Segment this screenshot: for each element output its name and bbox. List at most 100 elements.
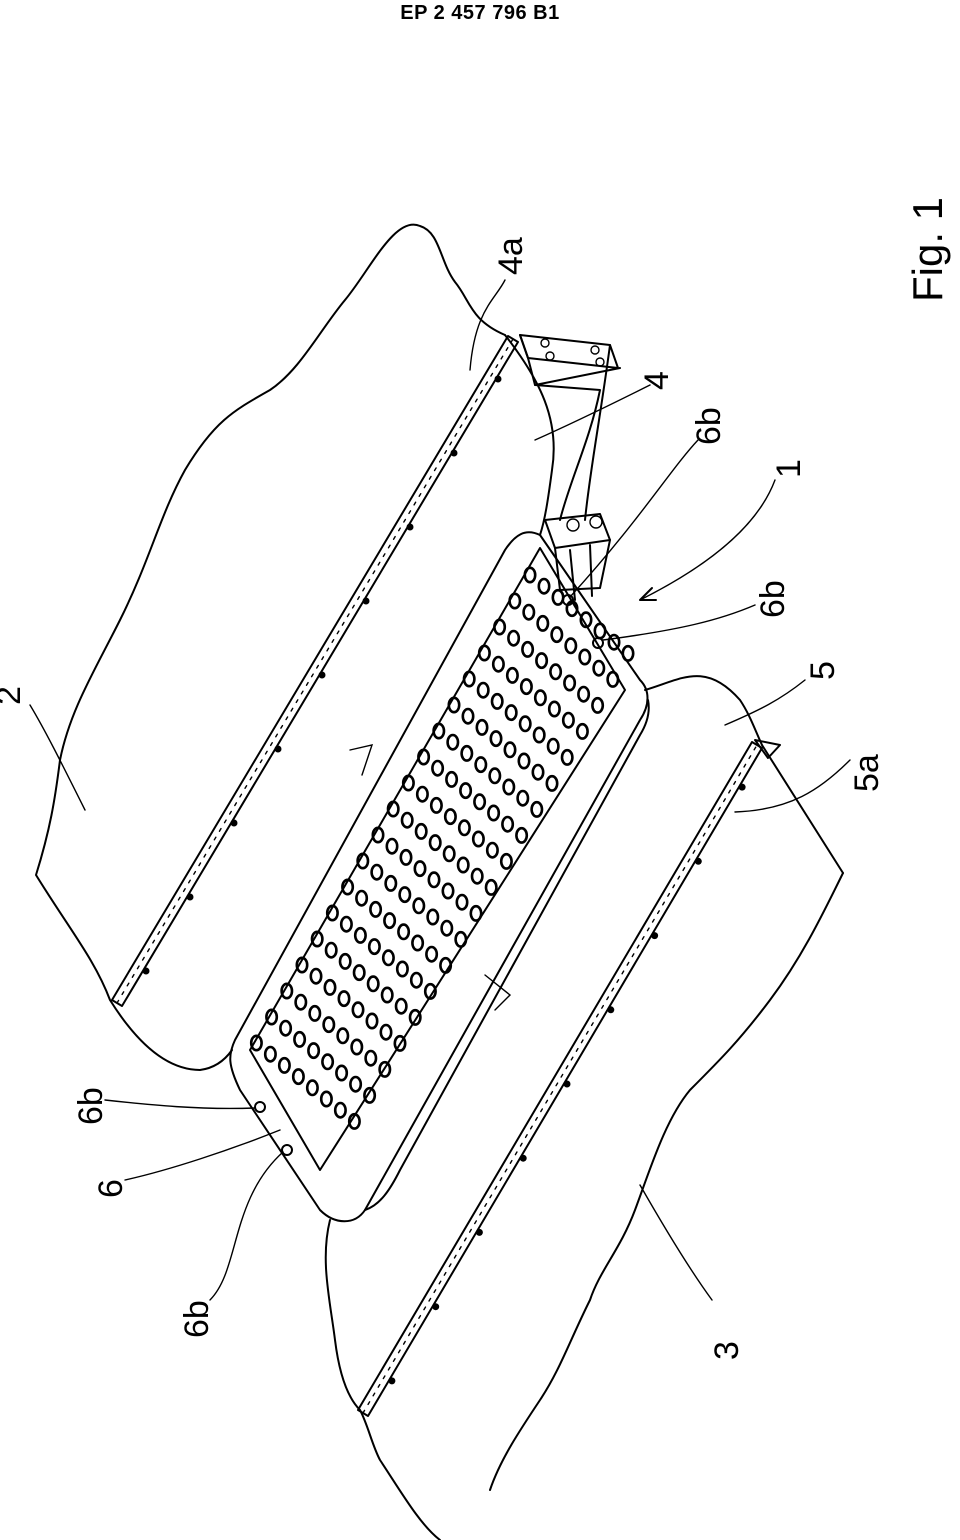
- perforation-hole: [265, 1008, 279, 1026]
- perforation-hole: [432, 722, 446, 740]
- perforation-hole: [546, 737, 560, 755]
- perforation-hole: [366, 975, 380, 993]
- perforation-hole: [501, 815, 515, 833]
- perforation-hole: [353, 926, 367, 944]
- hinge-screw-panel-2: [186, 893, 194, 901]
- perforation-hole: [352, 964, 366, 982]
- hinge-screw-panel-2: [230, 819, 238, 827]
- perforation-hole: [446, 733, 460, 751]
- perforation-hole: [517, 752, 531, 770]
- hinge-screw-panel-3: [607, 1006, 615, 1014]
- perforation-hole: [516, 789, 530, 807]
- perforation-hole: [442, 845, 456, 863]
- perforation-hole: [579, 611, 593, 629]
- perforation-hole: [333, 1101, 347, 1119]
- hinge-screw-panel-3: [432, 1303, 440, 1311]
- perforation-hole: [295, 956, 309, 974]
- perforation-hole: [550, 626, 564, 644]
- perforation-hole: [341, 878, 355, 896]
- plate-6-outer: [229, 531, 649, 1223]
- perforation-hole: [350, 1038, 364, 1056]
- leader-3: [639, 1184, 713, 1301]
- hinge-screw-panel-3: [738, 783, 746, 791]
- perforation-hole: [443, 808, 457, 826]
- perforation-hole: [398, 886, 412, 904]
- plate-6-fold-1: [349, 744, 374, 776]
- perforation-hole: [536, 614, 550, 632]
- perforation-hole: [339, 915, 353, 933]
- perforation-hole: [471, 830, 485, 848]
- hinge-screw-panel-2: [450, 449, 458, 457]
- panel-2-hinge-ticks: [116, 338, 514, 1004]
- hinge-screw-panel-3: [563, 1080, 571, 1088]
- leader-1: [639, 479, 776, 601]
- perforation-hole: [305, 1079, 319, 1097]
- perforation-hole: [440, 919, 454, 937]
- hinge-screw-panel-3: [694, 857, 702, 865]
- perforation-hole: [454, 930, 468, 948]
- perforation-hole: [490, 692, 504, 710]
- perforation-hole: [310, 930, 324, 948]
- perforation-hole: [505, 666, 519, 684]
- perforation-hole: [461, 707, 475, 725]
- perforation-hole: [523, 566, 537, 584]
- perforation-hole: [473, 793, 487, 811]
- fastener-6b-left-1: [254, 1101, 266, 1113]
- perforation-hole: [484, 878, 498, 896]
- label-6b-right: 6b: [754, 580, 792, 618]
- hinge-screw-panel-2: [362, 597, 370, 605]
- perforation-hole: [519, 678, 533, 696]
- perforation-hole: [325, 904, 339, 922]
- perforation-hole: [395, 960, 409, 978]
- perforation-hole: [606, 670, 620, 688]
- perforation-hole: [349, 1075, 363, 1093]
- perforation-hole: [474, 756, 488, 774]
- perforation-hole: [291, 1068, 305, 1086]
- perforation-hole: [379, 1023, 393, 1041]
- perforation-hole: [263, 1045, 277, 1063]
- panel-3-top-edge: [761, 744, 844, 874]
- perforation-hole: [426, 908, 440, 926]
- perforation-hole: [399, 848, 413, 866]
- perforation-hole: [394, 997, 408, 1015]
- perforation-hole: [381, 949, 395, 967]
- hinge-screw-panel-2: [274, 745, 282, 753]
- label-5a: 5a: [848, 754, 886, 792]
- perforation-hole: [476, 681, 490, 699]
- label-1: 1: [770, 459, 808, 478]
- perforation-hole: [425, 945, 439, 963]
- panel-2-outline: [35, 223, 506, 1071]
- perforation-hole: [322, 1016, 336, 1034]
- leader-4a: [469, 279, 506, 371]
- perforation-hole: [493, 618, 507, 636]
- perforation-hole: [564, 637, 578, 655]
- arrow-1-head: [639, 587, 657, 601]
- fastener-6b-left-2: [281, 1144, 293, 1156]
- hinge-screw-panel-2: [142, 967, 150, 975]
- perforation-hole: [457, 819, 471, 837]
- perforation-hole: [621, 644, 635, 662]
- hinge-screw-panel-2: [406, 523, 414, 531]
- label-3: 3: [708, 1341, 746, 1360]
- perforation-hole: [545, 774, 559, 792]
- perforation-hole: [355, 889, 369, 907]
- plate-6-inner-rim: [249, 547, 626, 1171]
- perforation-hole: [578, 648, 592, 666]
- perforation-hole: [371, 826, 385, 844]
- perforation-hole: [309, 967, 323, 985]
- perforation-hole: [532, 726, 546, 744]
- perforation-hole: [363, 1086, 377, 1104]
- plate-6-side: [364, 699, 650, 1211]
- perforation-hole: [431, 759, 445, 777]
- perforation-hole: [293, 1030, 307, 1048]
- perforation-hole: [321, 1053, 335, 1071]
- perforation-hole: [560, 748, 574, 766]
- perforation-hole: [591, 696, 605, 714]
- perforation-hole: [503, 741, 517, 759]
- perforation-hole: [393, 1034, 407, 1052]
- perforation-hole: [411, 934, 425, 952]
- perforation-hole: [370, 863, 384, 881]
- perforation-hole: [423, 982, 437, 1000]
- perforation-hole: [384, 874, 398, 892]
- label-6: 6: [92, 1179, 130, 1198]
